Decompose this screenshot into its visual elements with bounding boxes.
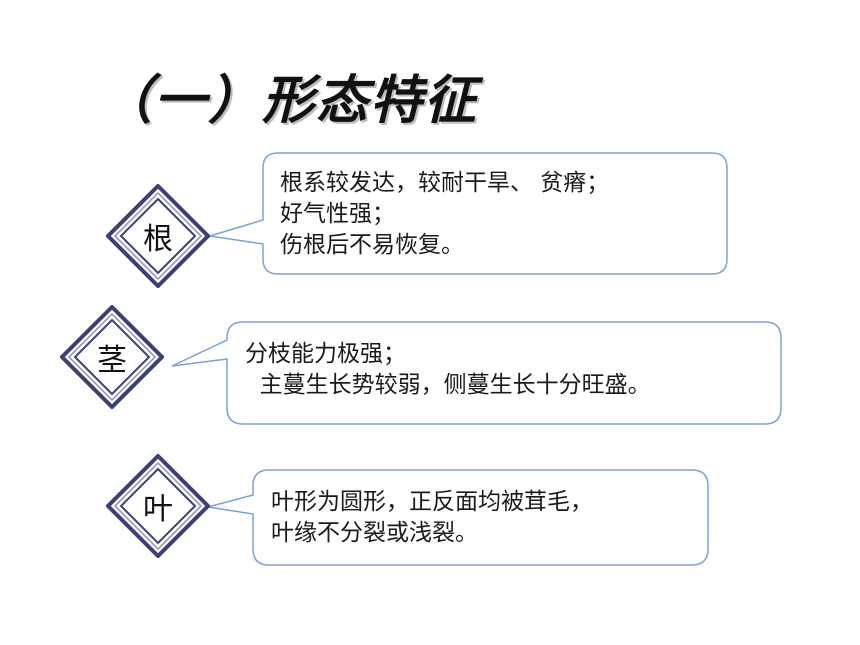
callout-bubble-root xyxy=(209,152,728,275)
callout-line: 叶形为圆形，正反面均被茸毛， xyxy=(271,489,593,515)
diamond-label-stem: 茎 xyxy=(97,343,127,378)
diamond-frame-icon xyxy=(106,184,210,288)
diamond-frame-icon xyxy=(60,305,164,409)
callout-text-stem: 分枝能力极强； 主蔓生长势较弱，侧蔓生长十分旺盛。 xyxy=(245,339,651,401)
slide-title: （一）形态特征 xyxy=(100,71,479,131)
callout-bubble-leaf xyxy=(207,469,709,566)
callout-line: 主蔓生长势较弱，侧蔓生长十分旺盛。 xyxy=(245,372,651,398)
diamond-stem: 茎 xyxy=(60,305,164,409)
callout-bubble-stem xyxy=(171,321,782,425)
diamond-root: 根 xyxy=(106,184,210,288)
callout-line: 根系较发达，较耐干旱、 贫瘠； xyxy=(280,170,610,196)
callout-line: 伤根后不易恢复。 xyxy=(280,232,464,258)
diamond-label-leaf: 叶 xyxy=(143,492,173,527)
callout-line: 分枝能力极强； xyxy=(245,341,406,367)
callout-text-leaf: 叶形为圆形，正反面均被茸毛， 叶缘不分裂或浅裂。 xyxy=(271,487,593,549)
callout-text-root: 根系较发达，较耐干旱、 贫瘠； 好气性强； 伤根后不易恢复。 xyxy=(280,168,609,261)
callout-line: 好气性强； xyxy=(280,201,395,227)
callout-line: 叶缘不分裂或浅裂。 xyxy=(271,520,478,546)
diamond-leaf: 叶 xyxy=(106,454,210,558)
diamond-frame-icon xyxy=(106,454,210,558)
diamond-label-root: 根 xyxy=(143,222,173,257)
